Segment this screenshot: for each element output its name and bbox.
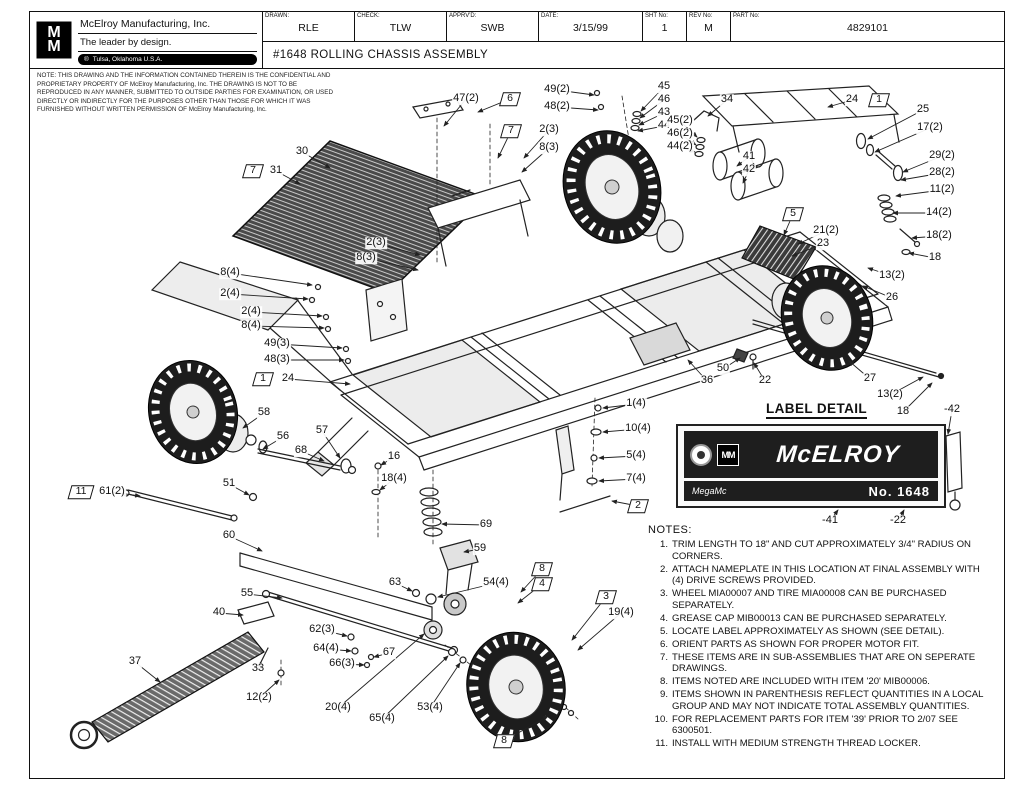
field-value: 1 xyxy=(661,21,668,34)
note-text: ITEMS SHOWN IN PARENTHESIS REFLECT QUANT… xyxy=(672,689,984,712)
note-item: 8. ITEMS NOTED ARE INCLUDED WITH ITEM '2… xyxy=(652,676,994,688)
note-number: 6. xyxy=(659,638,668,650)
note-item: 2. ATTACH NAMEPLATE IN THIS LOCATION AT … xyxy=(652,564,994,587)
note-number: 10. xyxy=(654,713,668,725)
field-label: SHT No: xyxy=(645,13,668,19)
notes-section: NOTES: 1. TRIM LENGTH TO 18" AND CUT APP… xyxy=(648,524,994,751)
field-label: DRAWN: xyxy=(265,13,290,19)
note-text: ITEMS NOTED ARE INCLUDED WITH ITEM '20' … xyxy=(672,676,930,687)
label-detail-heading: LABEL DETAIL xyxy=(766,401,868,419)
title-block-field: REV No: M xyxy=(687,12,731,41)
field-label: CHECK: xyxy=(357,13,380,19)
mcelroy-mm-logo-icon: M M xyxy=(35,20,73,60)
note-text: LOCATE LABEL APPROXIMATELY AS SHOWN (SEE… xyxy=(672,625,945,637)
title-block-fields: DRAWN: RLE CHECK: TLW APPRV'D: SWB DATE:… xyxy=(263,12,1004,42)
company-location-text: Tulsa, Oklahoma U.S.A. xyxy=(92,56,163,63)
company-tagline: The leader by design. xyxy=(78,34,257,52)
company-text: McElroy Manufacturing, Inc. The leader b… xyxy=(78,15,257,65)
note-item: 6. ORIENT PARTS AS SHOWN FOR PROPER MOTO… xyxy=(652,639,994,651)
title-block-field: CHECK: TLW xyxy=(355,12,447,41)
field-value: 3/15/99 xyxy=(572,21,609,34)
title-block: M M McElroy Manufacturing, Inc. The lead… xyxy=(29,11,1005,69)
mm-logo-icon: MM xyxy=(717,443,739,466)
title-block-field: APPRV'D: SWB xyxy=(447,12,539,41)
note-text: ATTACH NAMEPLATE IN THIS LOCATION AT FIN… xyxy=(672,563,980,587)
chassis-linework xyxy=(69,85,963,750)
field-label: APPRV'D: xyxy=(449,13,477,19)
note-number: 11. xyxy=(655,738,668,749)
mcelroy-round-logo-icon xyxy=(690,443,712,466)
wheel-right xyxy=(780,265,874,371)
megamc-text: MegaMc xyxy=(692,486,727,496)
field-label: PART No: xyxy=(733,13,760,19)
title-block-field: PART No: 4829101 xyxy=(731,12,1004,41)
label-detail: MM McELROY MegaMc No. 1648 xyxy=(676,424,946,508)
drawing-title: #1648 ROLLING CHASSIS ASSEMBLY xyxy=(273,49,489,61)
note-number: 5. xyxy=(659,625,668,637)
note-item: 7. THESE ITEMS ARE IN SUB-ASSEMBLIES THA… xyxy=(652,652,994,675)
note-number: 8. xyxy=(659,676,668,687)
title-block-right: DRAWN: RLE CHECK: TLW APPRV'D: SWB DATE:… xyxy=(263,12,1004,68)
tow-bar xyxy=(91,631,265,743)
logo-letter: M xyxy=(47,38,61,55)
proprietary-note: NOTE: THIS DRAWING AND THE INFORMATION C… xyxy=(37,72,333,113)
label-brand: McELROY xyxy=(775,440,901,468)
field-value: 4829101 xyxy=(847,21,888,34)
field-value: RLE xyxy=(298,21,319,34)
note-number: 1. xyxy=(659,539,668,550)
title-block-field: SHT No: 1 xyxy=(643,12,687,41)
field-value: SWB xyxy=(480,21,505,34)
registered-mark-icon: ® xyxy=(84,56,89,63)
note-item: 11. INSTALL WITH MEDIUM STRENGTH THREAD … xyxy=(652,738,994,750)
note-text: FOR REPLACEMENT PARTS FOR ITEM '39' PRIO… xyxy=(672,713,958,737)
notes-list: 1. TRIM LENGTH TO 18" AND CUT APPROXIMAT… xyxy=(648,539,994,750)
notes-heading: NOTES: xyxy=(648,524,692,536)
note-item: 1. TRIM LENGTH TO 18" AND CUT APPROXIMAT… xyxy=(652,539,994,562)
note-text: TRIM LENGTH TO 18" AND CUT APPROXIMATELY… xyxy=(672,539,971,562)
note-number: 2. xyxy=(659,563,668,575)
field-value: M xyxy=(704,21,713,34)
note-number: 4. xyxy=(659,612,668,624)
note-text: WHEEL MIA00007 AND TIRE MIA00008 CAN BE … xyxy=(672,588,947,611)
label-model-number: No. 1648 xyxy=(868,483,930,499)
note-text: GREASE CAP MIB00013 CAN BE PURCHASED SEP… xyxy=(672,612,947,624)
note-text: ORIENT PARTS AS SHOWN FOR PROPER MOTOR F… xyxy=(672,638,920,650)
title-block-field: DRAWN: RLE xyxy=(263,12,355,41)
note-number: 9. xyxy=(659,689,668,700)
field-value: TLW xyxy=(389,21,412,34)
note-item: 10. FOR REPLACEMENT PARTS FOR ITEM '39' … xyxy=(652,714,994,737)
note-item: 5. LOCATE LABEL APPROXIMATELY AS SHOWN (… xyxy=(652,626,994,638)
note-item: 3. WHEEL MIA00007 AND TIRE MIA00008 CAN … xyxy=(652,588,994,611)
wheel-front-exploded xyxy=(466,631,566,743)
company-location: ® Tulsa, Oklahoma U.S.A. xyxy=(78,54,257,65)
note-item: 9. ITEMS SHOWN IN PARENTHESIS REFLECT QU… xyxy=(652,689,994,712)
note-text: THESE ITEMS ARE IN SUB-ASSEMBLIES THAT A… xyxy=(672,651,976,675)
note-text: INSTALL WITH MEDIUM STRENGTH THREAD LOCK… xyxy=(672,738,921,749)
note-number: 3. xyxy=(659,588,668,599)
label-bottom-band: MegaMc No. 1648 xyxy=(684,481,938,501)
wheel-left xyxy=(147,359,239,465)
company-name: McElroy Manufacturing, Inc. xyxy=(78,15,257,34)
wheel-rear-exploded xyxy=(562,130,662,244)
label-band: MM McELROY xyxy=(684,431,938,478)
title-block-field: DATE: 3/15/99 xyxy=(539,12,643,41)
note-item: 4. GREASE CAP MIB00013 CAN BE PURCHASED … xyxy=(652,613,994,625)
note-number: 7. xyxy=(659,651,668,663)
logo-letter: M xyxy=(47,24,61,42)
field-label: REV No: xyxy=(689,13,713,19)
company-block: M M McElroy Manufacturing, Inc. The lead… xyxy=(30,12,263,68)
field-label: DATE: xyxy=(541,13,559,19)
